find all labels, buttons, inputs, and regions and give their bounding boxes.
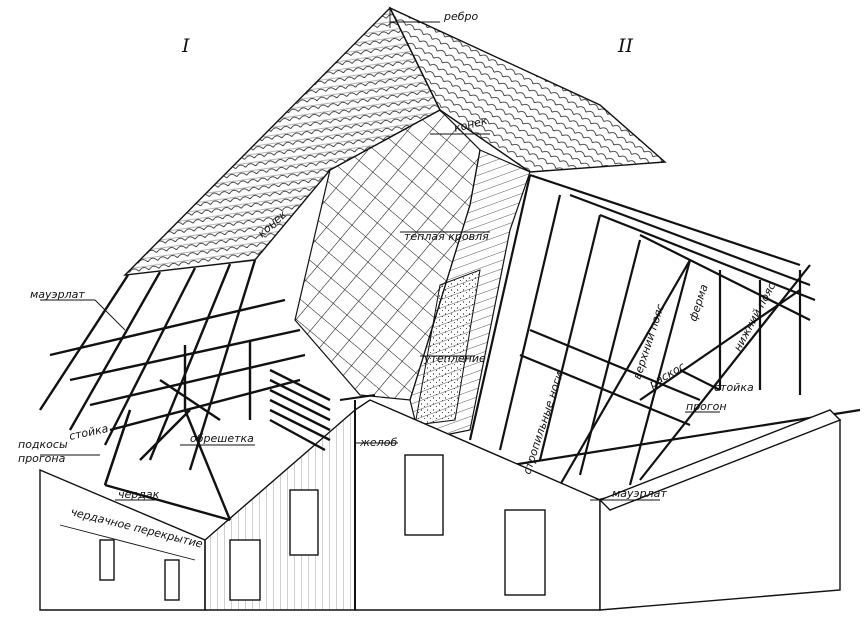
window — [404, 454, 444, 536]
window — [289, 489, 319, 556]
label-progon: прогон — [686, 400, 727, 413]
label-rebro: ребро — [443, 10, 479, 23]
label-uteplenie: утепление — [423, 352, 486, 365]
label-ferma: ферма — [686, 282, 710, 323]
label-mauerlat-left: мауэрлат — [30, 288, 85, 301]
right-frame — [468, 173, 861, 507]
label-cherdak: чердак — [118, 488, 160, 501]
left-frame — [38, 259, 331, 522]
label-podkosy-1: подкосы — [18, 438, 68, 451]
label-obreshetka: обрешетка — [190, 432, 254, 445]
section-label-right: II — [617, 35, 634, 57]
insulation-strip — [414, 269, 481, 426]
leader-lines — [40, 8, 720, 561]
label-stoyka-right: стойка — [714, 381, 754, 394]
right-tiled-slope — [388, 6, 667, 173]
building-walls — [39, 394, 842, 611]
label-podkosy-2: прогона — [18, 452, 66, 465]
label-teplaya-krovlya: теплая кровля — [404, 230, 489, 243]
section-label-left: I — [181, 35, 190, 57]
right-side-wall — [599, 419, 841, 611]
right-front-wall — [354, 399, 601, 611]
attic-floor — [598, 409, 842, 511]
window — [229, 539, 261, 601]
label-zhelob: желоб — [359, 436, 397, 449]
roof-surfaces — [123, 6, 667, 441]
label-mauerlat-right: мауэрлат — [612, 487, 667, 500]
window — [504, 509, 546, 596]
